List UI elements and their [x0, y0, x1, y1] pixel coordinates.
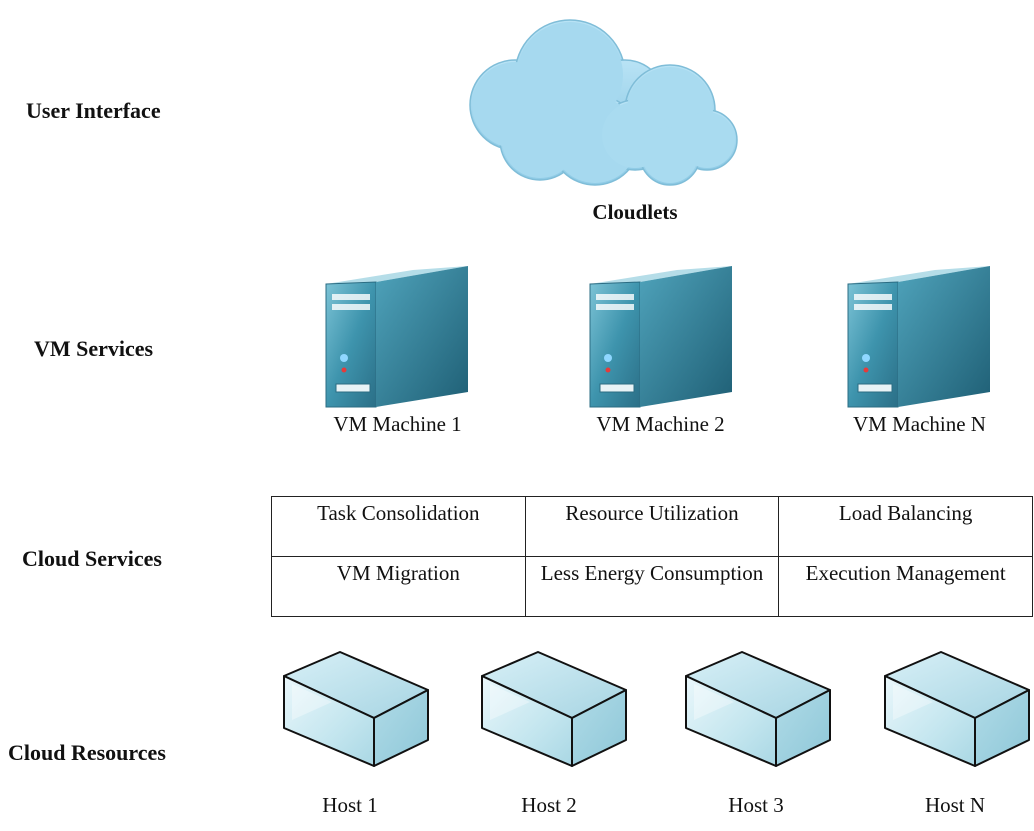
host-label: Host 3	[728, 793, 784, 817]
table-cell: Task Consolidation	[271, 496, 526, 557]
server-icon	[589, 266, 732, 408]
host-label: Host 1	[322, 793, 378, 817]
layer-label-user-interface: User Interface	[26, 98, 161, 123]
table-cell: Execution Management	[778, 556, 1033, 617]
host-box-icon	[884, 651, 1030, 767]
table-row: VM Migration Less Energy Consumption Exe…	[271, 556, 1033, 617]
layer-label-cloud-services: Cloud Services	[22, 546, 162, 571]
host-box-icon	[685, 651, 831, 767]
table-cell: Less Energy Consumption	[524, 556, 780, 617]
table-row: Task Consolidation Resource Utilization …	[271, 496, 1033, 557]
table-cell: Resource Utilization	[524, 496, 780, 557]
server-icon	[847, 266, 990, 408]
layer-label-cloud-resources: Cloud Resources	[8, 740, 166, 765]
host-label: Host N	[924, 793, 986, 817]
cloud-services-table: Task Consolidation Resource Utilization …	[271, 496, 1033, 617]
cloud-icon	[469, 19, 738, 186]
table-cell: Load Balancing	[778, 496, 1033, 557]
vm-machine-label: VM Machine 2	[596, 412, 725, 436]
cloudlets-label: Cloudlets	[592, 200, 678, 224]
vm-machine-label: VM Machine N	[853, 412, 986, 436]
host-label: Host 2	[521, 793, 577, 817]
host-box-icon	[481, 651, 627, 767]
vm-machine-label: VM Machine 1	[333, 412, 462, 436]
layer-label-vm-services: VM Services	[34, 336, 154, 361]
server-icon	[325, 266, 468, 408]
host-box-icon	[283, 651, 429, 767]
table-cell: VM Migration	[271, 556, 526, 617]
